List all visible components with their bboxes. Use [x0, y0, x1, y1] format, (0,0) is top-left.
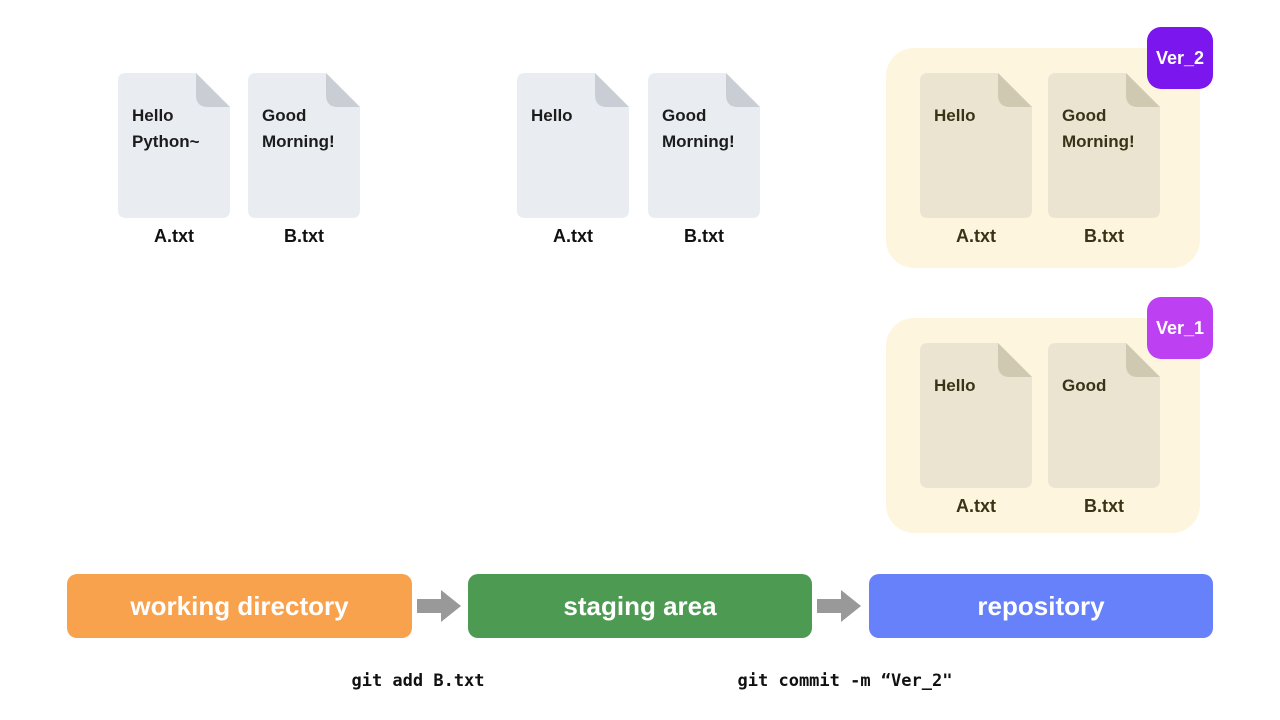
version-badge-ver1: Ver_1	[1147, 297, 1213, 359]
working-file-a: Hello Python~ A.txt	[118, 73, 230, 273]
git-add-command: git add B.txt	[351, 671, 485, 691]
git-commit-command: git commit -m “Ver_2"	[737, 671, 953, 691]
file-icon	[920, 343, 1032, 488]
file-name-label: B.txt	[1084, 226, 1124, 246]
stage-working-directory: working directory	[67, 574, 412, 638]
file-icon	[118, 73, 230, 218]
file-name-label: A.txt	[956, 496, 996, 516]
repository-version-1-container: Ver_1 Hello A.txt Good B.txt	[886, 297, 1213, 533]
file-content: Good	[1062, 376, 1107, 395]
file-name-label: A.txt	[154, 226, 194, 246]
version-badge-ver2: Ver_2	[1147, 27, 1213, 89]
file-content: Hello	[934, 106, 976, 125]
file-name-label: A.txt	[956, 226, 996, 246]
ver1-file-b: Good B.txt	[1048, 343, 1160, 543]
staging-file-a: Hello A.txt	[517, 73, 629, 273]
file-content: Good Morning!	[1062, 106, 1135, 151]
file-content: Hello	[531, 106, 573, 125]
file-content: Good Morning!	[662, 106, 735, 151]
arrow-right-icon	[817, 584, 861, 628]
file-content: Good Morning!	[262, 106, 335, 151]
file-icon	[920, 73, 1032, 218]
arrow-right-icon	[417, 584, 461, 628]
file-icon	[1048, 343, 1160, 488]
file-name-label: B.txt	[1084, 496, 1124, 516]
ver2-file-b: Good Morning! B.txt	[1048, 73, 1160, 273]
repository-version-2-container: Ver_2 Hello A.txt Good Morning! B.txt	[886, 27, 1213, 268]
stage-staging-area: staging area	[468, 574, 812, 638]
file-icon	[1048, 73, 1160, 218]
file-content: Hello	[934, 376, 976, 395]
file-name-label: B.txt	[684, 226, 724, 246]
file-name-label: A.txt	[553, 226, 593, 246]
file-name-label: B.txt	[284, 226, 324, 246]
file-content: Hello Python~	[132, 106, 200, 151]
staging-file-b: Good Morning! B.txt	[648, 73, 760, 273]
working-file-b: Good Morning! B.txt	[248, 73, 360, 273]
ver1-file-a: Hello A.txt	[920, 343, 1032, 543]
stage-repository: repository	[869, 574, 1213, 638]
file-icon	[648, 73, 760, 218]
ver2-file-a: Hello A.txt	[920, 73, 1032, 273]
file-icon	[517, 73, 629, 218]
file-icon	[248, 73, 360, 218]
